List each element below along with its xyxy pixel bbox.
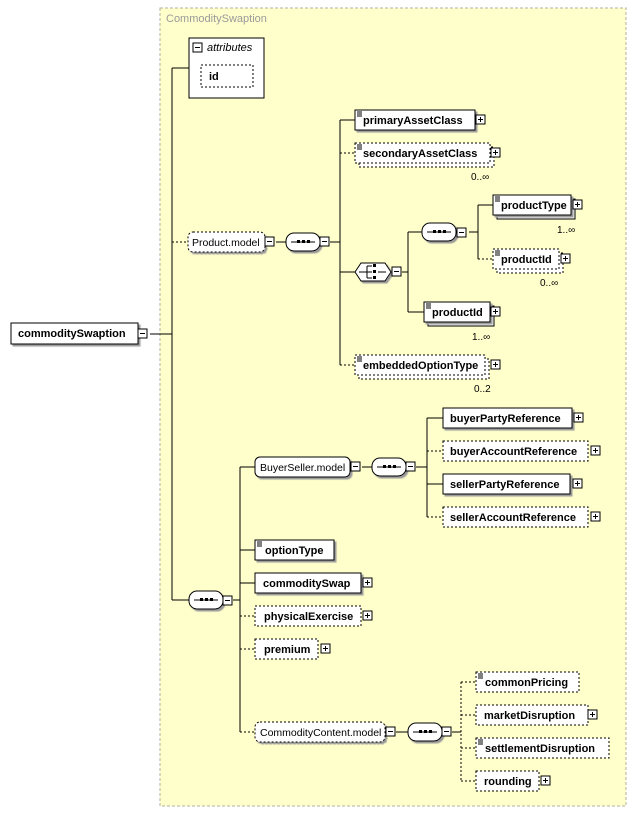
element-seller-party-reference[interactable]: sellerPartyReference: [442, 473, 583, 495]
element-buyer-party-reference-label: buyerPartyReference: [450, 413, 561, 425]
element-secondary-asset-class[interactable]: secondaryAssetClass 0..∞: [354, 142, 501, 183]
element-physical-exercise-label: physicalExercise: [264, 611, 353, 623]
choice-compositor[interactable]: [354, 262, 402, 282]
root-element-label: commoditySwaption: [18, 328, 126, 340]
element-seller-account-reference-label: sellerAccountReference: [450, 512, 576, 524]
secondary-asset-class-cardinality: 0..∞: [471, 172, 489, 183]
element-embedded-option-type-label: embeddedOptionType: [363, 360, 478, 372]
element-common-pricing-label: commonPricing: [485, 677, 568, 689]
element-settlement-disruption-label: settlementDisruption: [485, 743, 595, 755]
element-product-id[interactable]: productId 1..∞: [423, 301, 501, 343]
sequence-compositor-main[interactable]: [188, 590, 233, 610]
element-product-id-optional[interactable]: productId 0..∞: [492, 248, 571, 289]
element-rounding-label: rounding: [484, 776, 532, 788]
attributes-header: attributes: [207, 42, 253, 54]
sequence-compositor-commodity-content[interactable]: [407, 722, 452, 742]
element-secondary-asset-class-label: secondaryAssetClass: [363, 148, 477, 160]
element-commodity-swap-label: commoditySwap: [263, 578, 351, 590]
element-product-id-label: productId: [432, 307, 483, 319]
element-market-disruption[interactable]: marketDisruption: [475, 704, 598, 726]
element-primary-asset-class[interactable]: primaryAssetClass: [354, 109, 486, 131]
element-option-type[interactable]: optionType: [254, 539, 335, 561]
group-commodity-content-model[interactable]: CommodityContent.model: [254, 721, 396, 743]
product-id-optional-cardinality: 0..∞: [540, 278, 558, 289]
attributes-box: attributes id: [188, 37, 265, 99]
complex-type-title: CommoditySwaption: [166, 13, 267, 25]
group-buyer-seller-model-label: BuyerSeller.model: [260, 462, 345, 474]
product-id-cardinality: 1..∞: [472, 332, 490, 343]
element-premium[interactable]: premium: [254, 638, 331, 660]
element-embedded-option-type[interactable]: embeddedOptionType 0..2: [354, 354, 501, 395]
element-rounding[interactable]: rounding: [475, 770, 551, 792]
element-commodity-swap[interactable]: commoditySwap: [254, 572, 373, 594]
element-common-pricing[interactable]: commonPricing: [475, 671, 580, 693]
group-commodity-content-model-label: CommodityContent.model: [260, 727, 381, 739]
product-type-cardinality: 1..∞: [557, 225, 575, 236]
element-buyer-party-reference[interactable]: buyerPartyReference: [442, 407, 584, 429]
element-product-type-label: productType: [501, 200, 567, 212]
element-seller-party-reference-label: sellerPartyReference: [450, 479, 559, 491]
sequence-compositor-product-type[interactable]: [421, 222, 467, 242]
element-market-disruption-label: marketDisruption: [484, 710, 575, 722]
sequence-compositor-product[interactable]: [285, 232, 330, 252]
group-product-model-label: Product.model: [192, 237, 260, 249]
element-premium-label: premium: [264, 644, 311, 656]
element-product-id-optional-label: productId: [501, 254, 552, 266]
element-settlement-disruption[interactable]: settlementDisruption: [475, 737, 610, 759]
sequence-compositor-buyer-seller[interactable]: [371, 457, 416, 477]
root-element-commodity-swaption[interactable]: commoditySwaption: [10, 322, 148, 345]
group-buyer-seller-model[interactable]: BuyerSeller.model: [254, 456, 361, 478]
element-primary-asset-class-label: primaryAssetClass: [363, 115, 463, 127]
attribute-id-label: id: [209, 71, 219, 83]
group-product-model[interactable]: Product.model: [187, 231, 275, 253]
element-option-type-label: optionType: [265, 545, 323, 557]
element-physical-exercise[interactable]: physicalExercise: [254, 605, 373, 627]
element-buyer-account-reference[interactable]: buyerAccountReference: [442, 440, 601, 462]
element-buyer-account-reference-label: buyerAccountReference: [450, 446, 577, 458]
attribute-id[interactable]: [200, 64, 254, 88]
element-product-type[interactable]: productType 1..∞: [492, 194, 583, 236]
connectors: [150, 67, 493, 782]
embedded-option-type-cardinality: 0..2: [474, 384, 491, 395]
element-seller-account-reference[interactable]: sellerAccountReference: [442, 506, 601, 528]
